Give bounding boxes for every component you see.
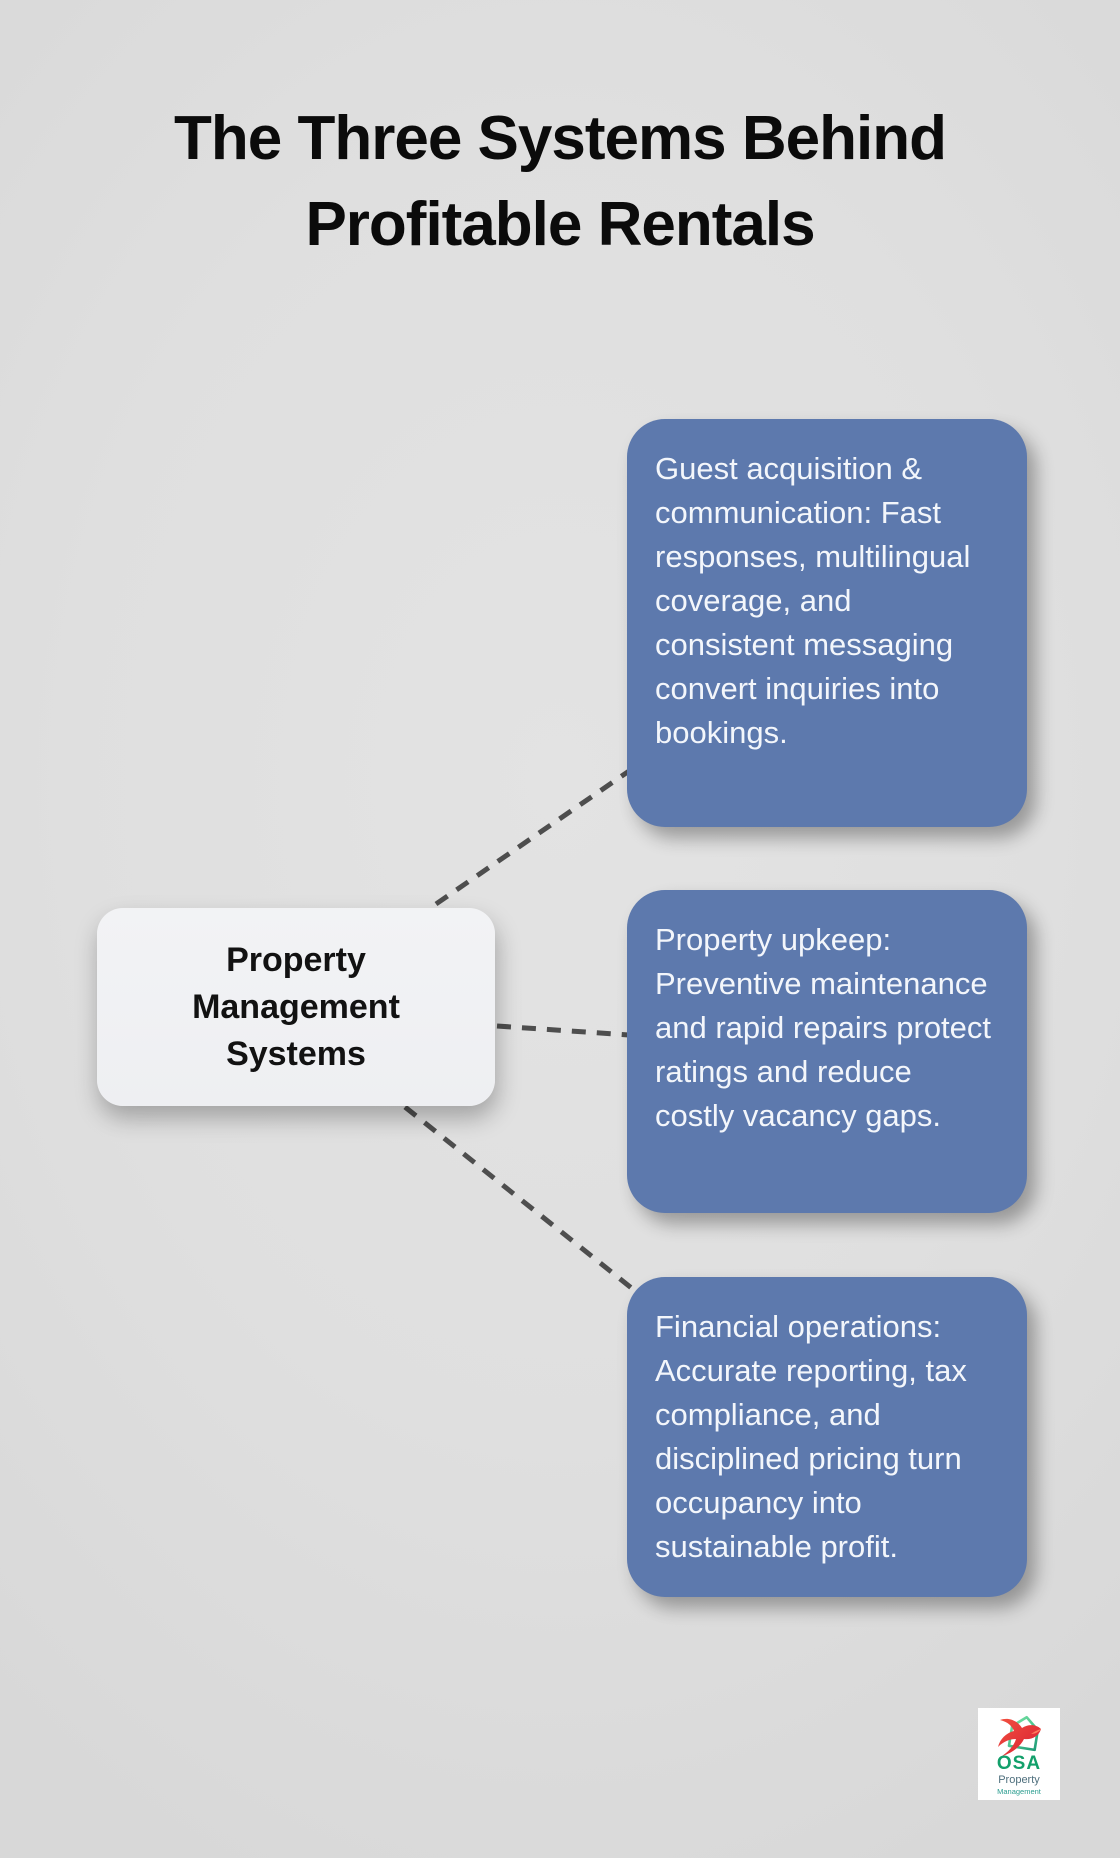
bird-and-house-icon <box>991 1712 1047 1756</box>
connector-center-to-branch3 <box>403 1105 636 1292</box>
branch-card-guest-acquisition: Guest acquisition & communication: Fast … <box>627 419 1027 827</box>
branch-card-financial-operations: Financial operations: Accurate reporting… <box>627 1277 1027 1597</box>
branch-card-financial-operations-text: Financial operations: Accurate reporting… <box>655 1309 967 1564</box>
page-title: The Three Systems Behind Profitable Rent… <box>0 96 1120 268</box>
branch-card-guest-acquisition-text: Guest acquisition & communication: Fast … <box>655 451 971 750</box>
connector-center-to-branch1 <box>434 766 634 907</box>
page-title-line2: Profitable Rentals <box>305 190 815 259</box>
logo-tagline-property: Property <box>998 1774 1040 1786</box>
center-node-label: Property Management Systems <box>192 940 400 1073</box>
company-logo: OSA Property Management <box>978 1708 1060 1800</box>
logo-company-name: OSA <box>996 1753 1042 1774</box>
logo-tagline-management: Management <box>997 1787 1041 1796</box>
center-node-property-management-systems: Property Management Systems <box>97 908 495 1106</box>
branch-card-property-upkeep: Property upkeep: Preventive maintenance … <box>627 890 1027 1213</box>
connector-center-to-branch2 <box>496 1023 630 1038</box>
branch-card-property-upkeep-text: Property upkeep: Preventive maintenance … <box>655 922 992 1133</box>
page-title-line1: The Three Systems Behind <box>174 104 947 173</box>
